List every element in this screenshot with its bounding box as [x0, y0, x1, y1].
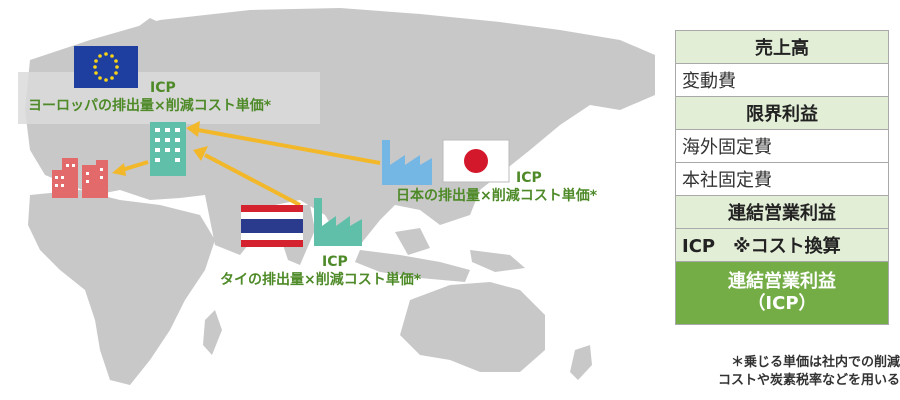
new-zealand-landmass: [570, 345, 592, 380]
row-overseas-fixed-cost: 海外固定費: [676, 130, 888, 163]
row-consolidated-operating-profit: 連結営業利益: [676, 196, 888, 229]
row-variable-cost: 変動費: [676, 64, 888, 97]
arrowhead-japan-europe: [186, 121, 200, 137]
thailand-icp-line1: ICP: [322, 254, 348, 270]
arrow-japan-europe: [197, 128, 381, 165]
final-row-line2: （ICP）: [747, 293, 817, 314]
headquarters-building-icon: [52, 158, 108, 198]
world-map: [18, 8, 655, 385]
row-sales: 売上高: [676, 31, 888, 64]
australia-landmass: [400, 282, 545, 372]
eu-flag-icon: [74, 46, 138, 88]
eurasia-landmass: [25, 8, 655, 245]
profit-structure-table: 売上高 変動費 限界利益 海外固定費 本社固定費 連結営業利益 ICP ※コスト…: [675, 30, 889, 325]
footnote-line1: ＊乗じる単価は社内での削減: [730, 355, 900, 370]
row-marginal-profit: 限界利益: [676, 97, 888, 130]
europe-icp-line1: ICP: [150, 80, 176, 96]
africa-landmass: [28, 190, 215, 385]
japan-icp-label: ICP 日本の排出量×削減コスト単価*: [396, 170, 597, 205]
row-icp-cost: ICP ※コスト換算: [676, 229, 888, 262]
footnote-line2: コストや炭素税率などを用いる: [717, 372, 900, 388]
row-hq-fixed-cost: 本社固定費: [676, 163, 888, 196]
new-guinea-landmass: [470, 250, 525, 272]
europe-icp-label: ICP ヨーロッパの排出量×削減コスト単価*: [28, 80, 271, 115]
row-consolidated-operating-profit-icp: 連結営業利益 （ICP）: [676, 262, 888, 324]
arrowhead-thailand-europe: [193, 146, 208, 161]
japan-icp-line2: 日本の排出量×削減コスト単価*: [396, 187, 598, 204]
thailand-icp-line2: タイの排出量×削減コスト単価*: [220, 271, 422, 288]
europe-icp-line2: ヨーロッパの排出量×削減コスト単価*: [28, 97, 272, 114]
thailand-icp-label: ICP タイの排出量×削減コスト単価*: [220, 254, 421, 289]
japan-factory-icon: [382, 140, 432, 185]
arrow-europe-hq: [121, 160, 149, 172]
arrow-thailand-europe: [204, 153, 301, 207]
sea-islands: [355, 250, 470, 282]
europe-office-building-icon: [150, 122, 186, 176]
final-row-line1: 連結営業利益: [728, 270, 836, 292]
footnote: ＊乗じる単価は社内での削減 コストや炭素税率などを用いる: [660, 354, 900, 389]
japan-flag-icon: [442, 139, 510, 183]
borneo-landmass: [395, 228, 430, 255]
arrowhead-europe-hq: [112, 163, 126, 176]
europe-label-box: [18, 72, 320, 124]
arrows: [112, 121, 381, 207]
thailand-flag-icon: [241, 205, 303, 247]
thailand-factory-icon: [314, 198, 362, 246]
japan-icp-line1: ICP: [516, 170, 542, 186]
madagascar-landmass: [203, 310, 222, 355]
